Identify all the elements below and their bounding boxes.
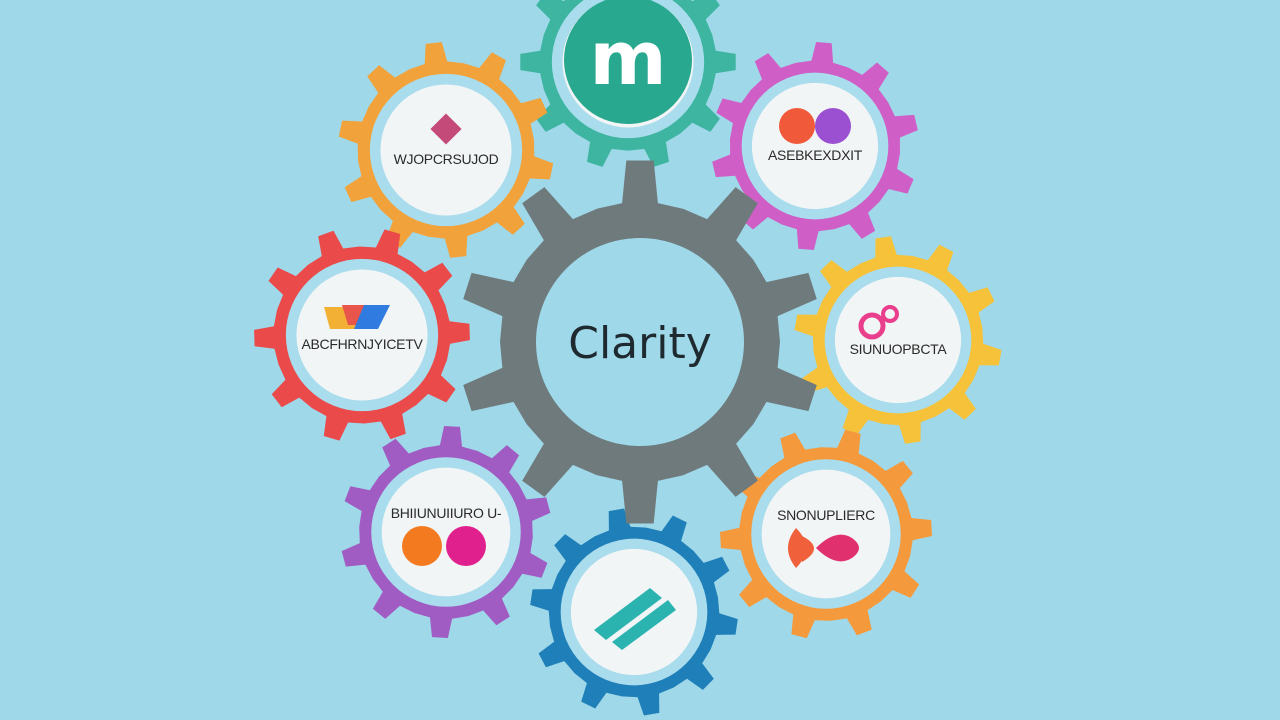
ring-small	[881, 305, 899, 323]
gear-upper-left-face	[380, 84, 512, 216]
gear-lower-left: BHIIUNUIIURO U-	[341, 426, 551, 638]
gear-lower-right-label: SNONUPLIERC	[777, 507, 875, 523]
two-dots-icon	[402, 526, 486, 566]
bowtie-icon	[788, 528, 859, 568]
gear-lower-left-face	[381, 467, 511, 597]
gear-right-face	[834, 276, 962, 404]
gear-left-face	[296, 269, 428, 401]
bowtie-right	[816, 534, 859, 562]
folders-icon	[324, 305, 390, 329]
rings-icon	[858, 305, 899, 340]
gear-right: SIUNUOPBCTA	[794, 236, 1002, 444]
gear-lower-right-face	[761, 469, 891, 599]
gear-bottom	[530, 508, 738, 716]
circle-right	[815, 108, 851, 144]
slash-stroke-2	[612, 600, 676, 650]
m-logo-disc	[564, 0, 692, 124]
gear-upper-right-label: ASEBKEXDXIT	[768, 147, 863, 163]
gear-right-label: SIUNUOPBCTA	[850, 341, 948, 357]
gear-top: m	[520, 0, 736, 167]
diamond-icon	[430, 113, 462, 145]
ring-large	[858, 312, 886, 340]
center-gear-face	[536, 238, 744, 446]
overlapping-circles-icon	[779, 108, 851, 144]
gear-upper-left-label: WJOPCRSUJOD	[394, 151, 499, 167]
circle-left	[779, 108, 815, 144]
gear-left: ABCFHRNJYICETV	[254, 229, 470, 441]
bowtie-left	[788, 528, 806, 568]
folder-blue	[354, 305, 390, 329]
m-logo-icon: m	[564, 0, 692, 124]
gear-upper-left: WJOPCRSUJOD	[338, 42, 554, 258]
center-gear: Clarity	[463, 160, 817, 524]
gear-left-label: ABCFHRNJYICETV	[301, 336, 423, 352]
diamond-shape	[430, 113, 462, 145]
bowtie-mid	[802, 536, 814, 562]
dot-magenta	[446, 526, 486, 566]
dot-orange	[402, 526, 442, 566]
center-label: Clarity	[568, 318, 712, 369]
slash-stroke-1	[594, 588, 662, 640]
gear-lower-left-label: BHIIUNUIIURO U-	[391, 505, 502, 521]
slash-logo-icon	[594, 588, 676, 650]
gear-upper-right-face	[751, 82, 879, 210]
m-logo-letter: m	[589, 16, 666, 102]
gear-upper-right: ASEBKEXDXIT	[712, 42, 918, 250]
gear-lower-right: SNONUPLIERC	[720, 429, 932, 639]
